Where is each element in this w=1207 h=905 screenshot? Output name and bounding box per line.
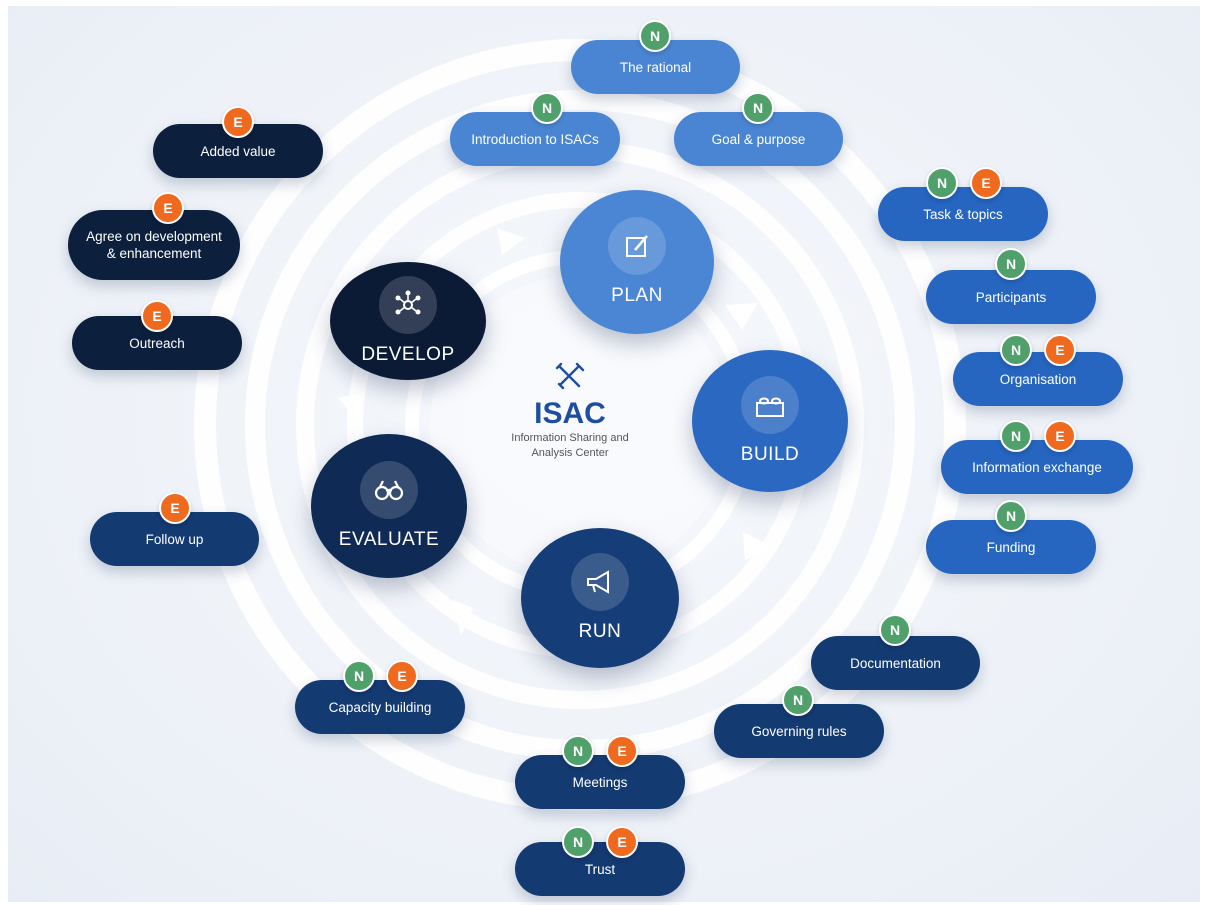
lego-brick-icon (741, 376, 799, 434)
badge-e: E (152, 192, 184, 224)
badge-e: E (1044, 420, 1076, 452)
phase-plan-label: PLAN (611, 285, 663, 306)
pill-agree-line2: & enhancement (106, 246, 202, 261)
arrow-develop (338, 392, 365, 420)
edit-icon (608, 217, 666, 275)
phase-evaluate-label: EVALUATE (338, 529, 440, 550)
badge-n: N (926, 167, 958, 199)
pill-funding[interactable]: Funding (926, 520, 1096, 574)
badge-n: N (995, 500, 1027, 532)
badge-n: N (1000, 334, 1032, 366)
tools-icon (555, 362, 585, 390)
pill-organisation[interactable]: Organisation (953, 352, 1123, 406)
badge-e: E (606, 826, 638, 858)
phase-run[interactable]: RUN (521, 528, 679, 668)
phase-build[interactable]: BUILD (692, 350, 848, 492)
binoculars-icon (360, 461, 418, 519)
badge-e: E (222, 106, 254, 138)
badge-e: E (606, 735, 638, 767)
arrow-run (743, 532, 775, 560)
badge-e: E (386, 660, 418, 692)
network-icon (379, 276, 437, 334)
pill-agree-line1: Agree on development (86, 229, 222, 244)
pill-goal-purpose[interactable]: Goal & purpose (674, 112, 843, 166)
badge-n: N (879, 614, 911, 646)
badge-n: N (562, 735, 594, 767)
badge-n: N (562, 826, 594, 858)
arrow-evaluate (453, 600, 473, 636)
badge-n: N (639, 20, 671, 52)
pill-task-topics[interactable]: Task & topics (878, 187, 1048, 241)
badge-n: N (782, 684, 814, 716)
center-subtitle-line1: Information Sharing and (511, 432, 629, 444)
arrow-build (725, 303, 758, 330)
center-subtitle-line2: Analysis Center (531, 447, 609, 459)
center-title: ISAC (534, 397, 606, 430)
phase-develop-label: DEVELOP (361, 344, 455, 365)
pill-trust[interactable]: Trust (515, 842, 685, 896)
phase-evaluate[interactable]: EVALUATE (311, 434, 467, 578)
isac-center: ISAC Information Sharing and Analysis Ce… (470, 362, 670, 472)
arrow-plan (497, 228, 525, 255)
badge-e: E (159, 492, 191, 524)
phase-plan[interactable]: PLAN (560, 190, 714, 334)
phase-develop[interactable]: DEVELOP (330, 262, 486, 380)
badge-n: N (531, 92, 563, 124)
pill-capacity-building[interactable]: Capacity building (295, 680, 465, 734)
badge-n: N (1000, 420, 1032, 452)
phase-run-label: RUN (578, 621, 622, 642)
badge-e: E (1044, 334, 1076, 366)
badge-e: E (141, 300, 173, 332)
megaphone-icon (571, 553, 629, 611)
pill-information-exchange[interactable]: Information exchange (941, 440, 1133, 494)
badge-n: N (343, 660, 375, 692)
pill-agree-on-development[interactable]: Agree on development & enhancement (68, 210, 240, 280)
badge-n: N (742, 92, 774, 124)
phase-build-label: BUILD (740, 444, 800, 465)
badge-e: E (970, 167, 1002, 199)
pill-introduction-to-isacs[interactable]: Introduction to ISACs (450, 112, 620, 166)
pill-meetings[interactable]: Meetings (515, 755, 685, 809)
badge-n: N (995, 248, 1027, 280)
